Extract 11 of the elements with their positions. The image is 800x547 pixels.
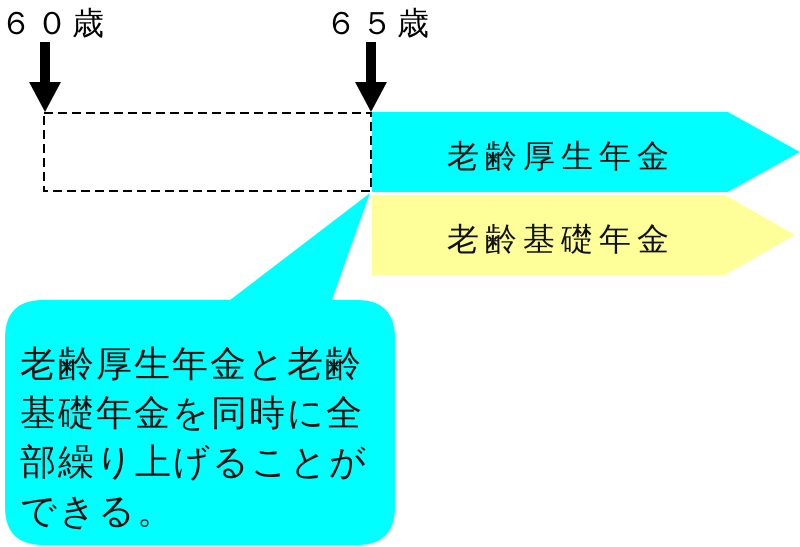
arrow-band (372, 195, 795, 275)
callout-text: 老齢厚生年金と老齢基礎年金を同時に全部繰り上げることができる。 (20, 343, 369, 534)
dashed-frame (43, 112, 372, 192)
band-label: 老齢基礎年金 (447, 219, 675, 259)
arrow (355, 42, 387, 112)
age-label: ６０歳 (0, 4, 110, 42)
speech-bubble (5, 192, 397, 546)
age-label: ６５歳 (325, 4, 435, 42)
arrow (29, 42, 61, 112)
band-label: 老齢厚生年金 (447, 136, 675, 176)
arrow-band (372, 112, 800, 192)
